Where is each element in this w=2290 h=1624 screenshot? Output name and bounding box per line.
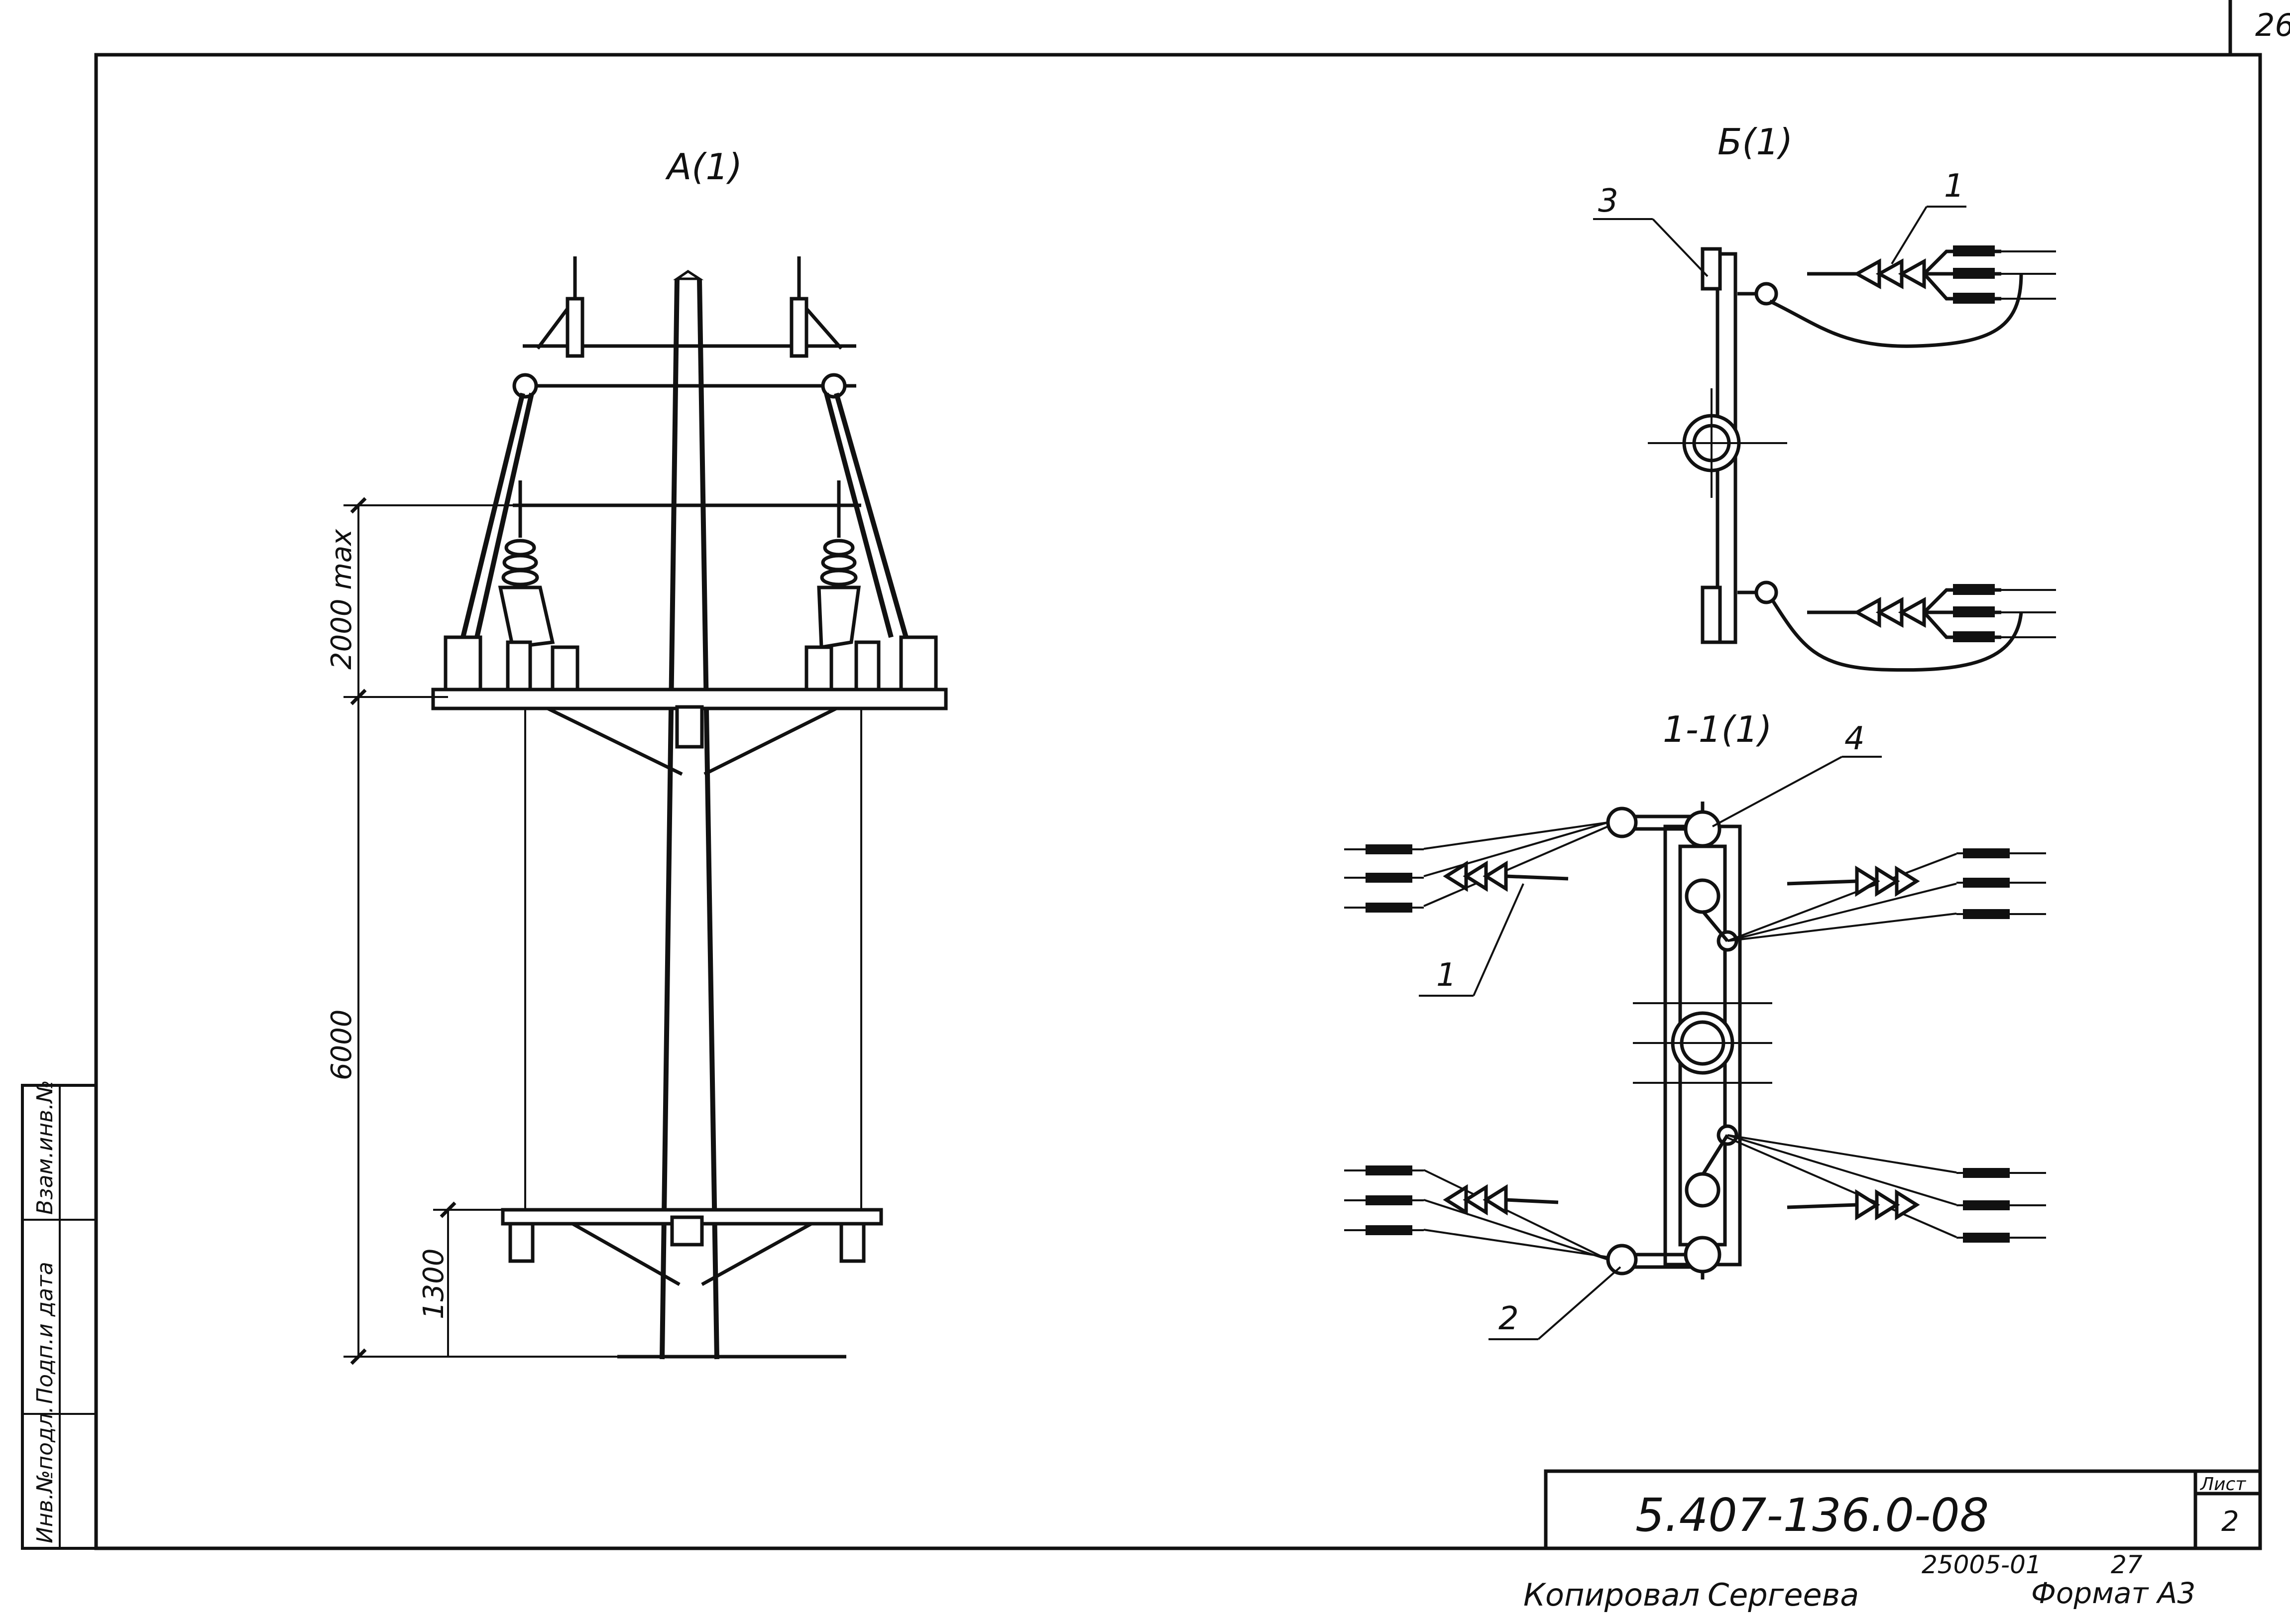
designation: 5.407-136.0-08 [1635,1489,1989,1542]
stamp-replace-inv: Взам.инв.№ [32,1080,58,1215]
view-b: Б(1) [1593,121,2056,672]
left-stamp-strip: Взам.инв.№ Подп.и дата Инв.№подл. [21,1080,98,1550]
view-b-callout-3: 3 [1598,183,1618,220]
title-block: 5.407-136.0-08 Лист 2 [1544,1469,2262,1550]
sheet-number: 2 [2221,1506,2239,1538]
copied-by: Копировал [1523,1577,1700,1613]
page-number: 26 [2255,7,2290,43]
stamp-inv-no: Инв.№подл. [32,1406,58,1543]
view-a-title: А(1) [665,146,742,188]
section-1-1: 1-1(1) [1344,708,2046,1340]
section-callout-2: 2 [1498,1300,1519,1337]
dim-top: 2000 max [326,529,358,670]
copier-name: Сергеева [1708,1577,1859,1613]
page-number-box: 26 [2228,0,2290,54]
archive-page: 27 [2111,1550,2143,1579]
view-b-title: Б(1) [1718,121,1793,163]
archive-number: 25005-01 [1922,1550,2042,1579]
sheet-label: Лист [2199,1474,2246,1495]
dim-middle: 6000 [326,1009,358,1080]
dim-bottom: 1300 [418,1248,450,1319]
stamp-sign-date: Подп.и дата [32,1262,58,1404]
drawing-frame [94,53,2262,1550]
format-label: Формат А3 [2031,1576,2195,1610]
section-callout-4: 4 [1844,720,1865,757]
view-a: А(1) [326,146,948,1365]
dimension-lines [344,497,617,1365]
section-callout-1: 1 [1436,957,1457,994]
view-b-callout-1: 1 [1944,168,1964,205]
section-title: 1-1(1) [1663,708,1772,750]
